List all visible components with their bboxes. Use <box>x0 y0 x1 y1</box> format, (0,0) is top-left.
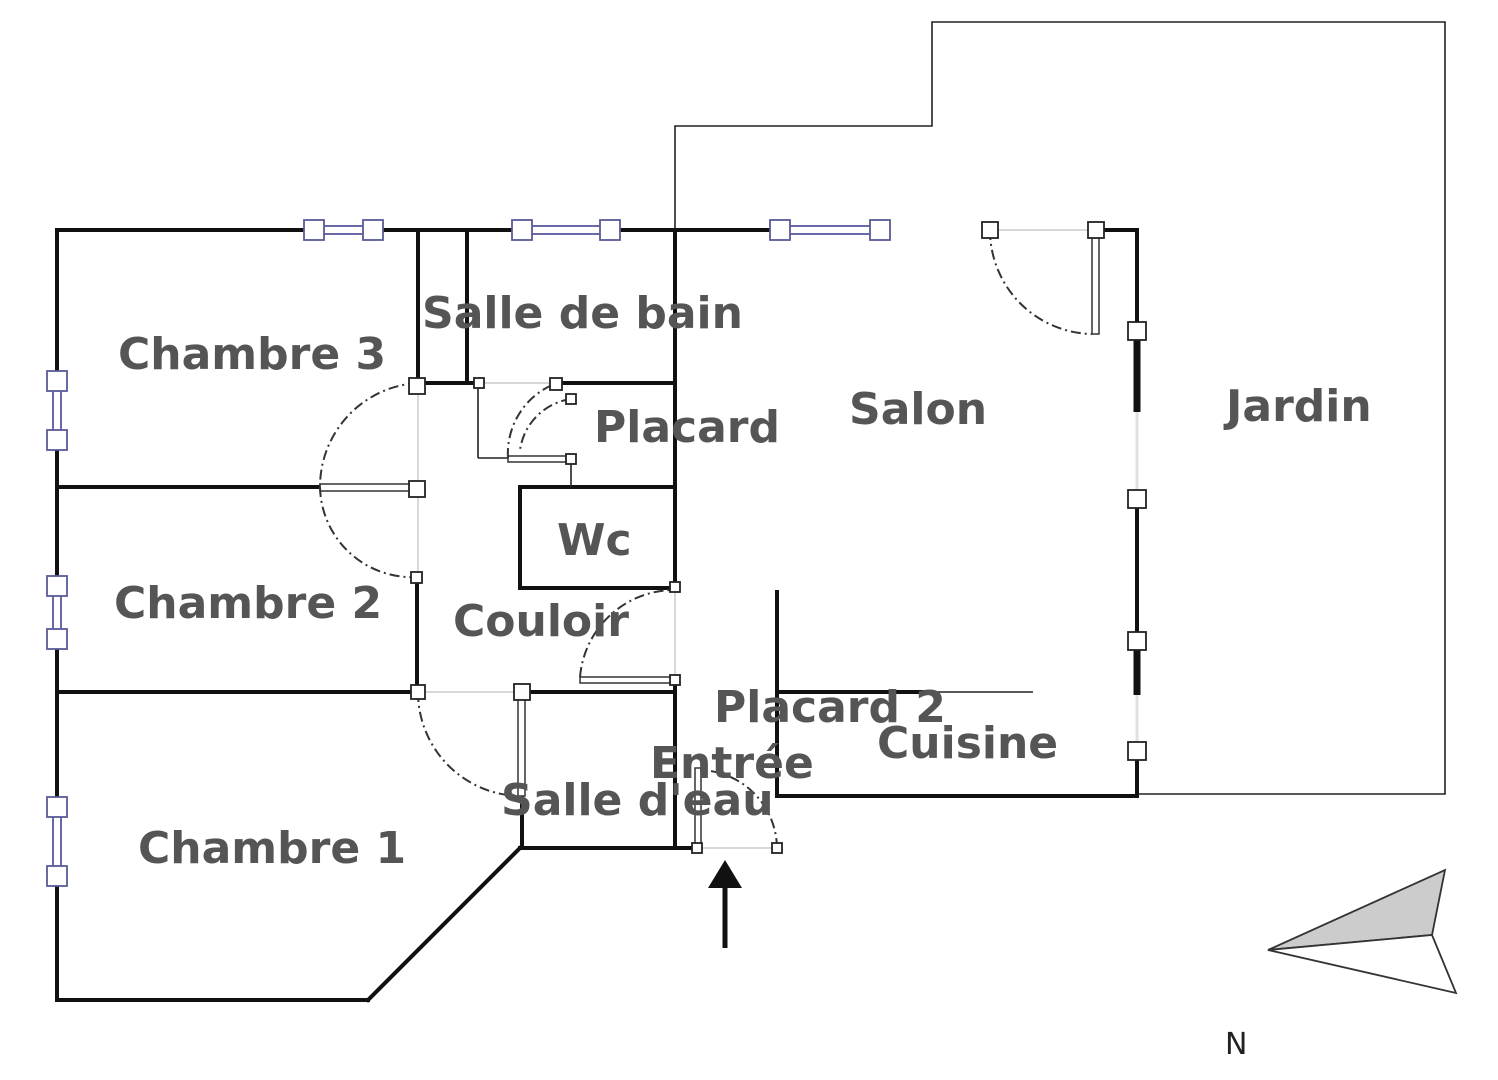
openings <box>417 229 1096 849</box>
entrance-arrow-icon <box>708 860 742 948</box>
north-windows <box>303 219 891 241</box>
room-label-salle-deau: Salle d'eau <box>501 775 774 826</box>
room-label-salon: Salon <box>849 384 987 435</box>
room-label-placard: Placard <box>594 402 780 453</box>
room-label-chambre1: Chambre 1 <box>138 823 406 874</box>
west-windows <box>46 370 68 887</box>
room-label-chambre3: Chambre 3 <box>118 329 386 380</box>
room-label-placard2: Placard 2 <box>714 682 946 733</box>
door-swings <box>318 221 1105 854</box>
room-label-chambre2: Chambre 2 <box>114 578 382 629</box>
compass-label: N <box>1225 1027 1247 1062</box>
east-windows <box>1127 321 1147 761</box>
compass-arrow-icon <box>1267 868 1458 995</box>
room-label-couloir: Couloir <box>453 596 629 647</box>
room-label-jardin: Jardin <box>1223 381 1372 432</box>
room-label-cuisine: Cuisine <box>877 718 1058 769</box>
exterior-walls <box>55 228 1139 1003</box>
garden-outline <box>674 21 1446 795</box>
room-label-salle-de-bain: Salle de bain <box>422 288 743 339</box>
room-label-entree: Entrée <box>650 738 814 789</box>
room-label-wc: Wc <box>557 515 632 566</box>
